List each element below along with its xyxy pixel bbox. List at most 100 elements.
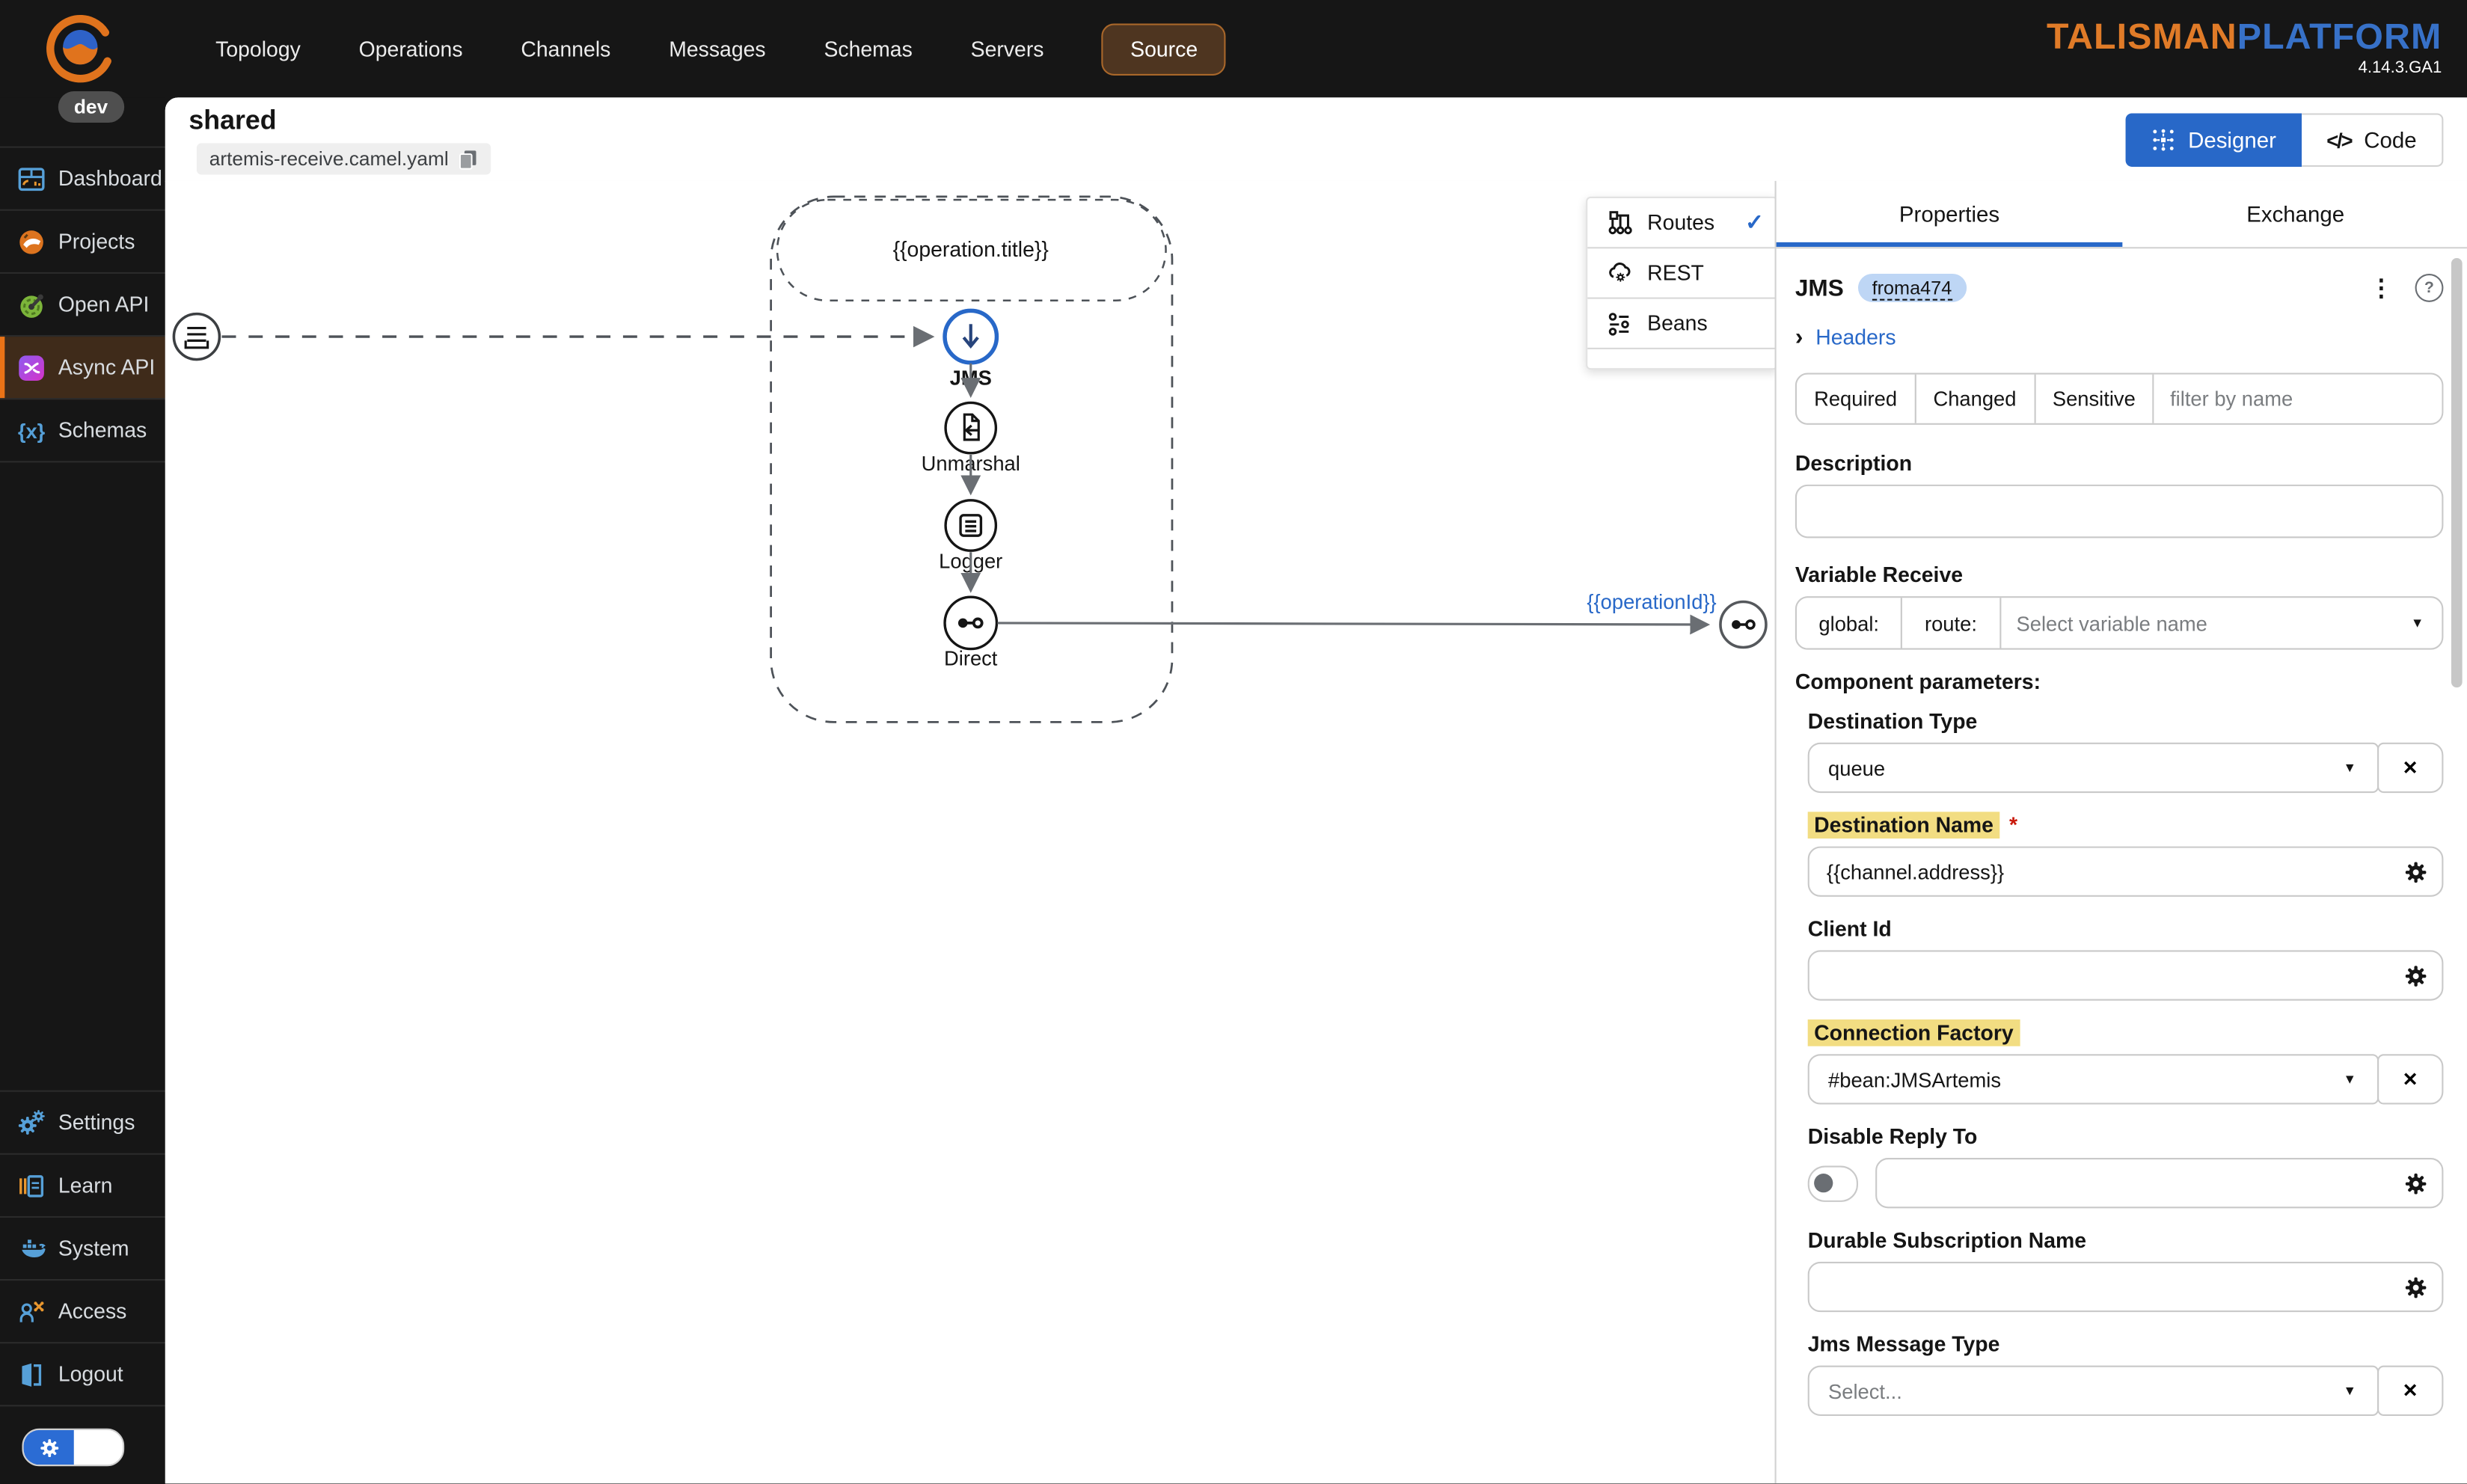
nav-topology[interactable]: Topology (215, 37, 301, 61)
required-asterisk: * (2008, 813, 2018, 837)
sidebar-item-schemas[interactable]: {x} Schemas (0, 399, 165, 463)
brand-talisman: TALISMAN (2046, 16, 2237, 57)
gear-icon[interactable] (2404, 1275, 2428, 1299)
field-durable-subscription-name: Durable Subscription Name (1807, 1229, 2444, 1313)
nav-messages[interactable]: Messages (669, 37, 766, 61)
dsl-menu-item-routes[interactable]: Routes ✓ (1587, 198, 1775, 249)
main-nav: Topology Operations Channels Messages Sc… (215, 0, 1226, 97)
nav-schemas[interactable]: Schemas (824, 37, 913, 61)
filter-changed-button[interactable]: Changed (1916, 374, 2035, 423)
destination-type-select[interactable]: queue ▾ (1807, 742, 2379, 794)
route-designer-canvas[interactable]: {{operation.title}} (165, 180, 1775, 1484)
nav-servers[interactable]: Servers (970, 37, 1044, 61)
app-logo-icon[interactable] (44, 13, 117, 85)
destination-type-clear-button[interactable]: ✕ (2377, 742, 2444, 794)
durable-subscription-name-input[interactable] (1807, 1261, 2444, 1313)
tab-properties[interactable]: Properties (1777, 181, 2123, 247)
panel-scrollbar[interactable] (2451, 257, 2463, 688)
connection-factory-select[interactable]: #bean:JMSArtemis ▾ (1807, 1054, 2379, 1105)
view-toggle: Designer </> Code (2124, 113, 2444, 167)
element-badge[interactable]: froma474 (1857, 273, 1967, 302)
file-import-icon (963, 413, 980, 441)
sidebar-item-projects[interactable]: Projects (0, 211, 165, 274)
dsl-menu-item-rest[interactable]: REST (1587, 248, 1775, 299)
filter-by-name-input[interactable] (2154, 374, 2442, 423)
route-title: {{operation.title}} (893, 238, 1049, 262)
direct-node[interactable]: Direct (943, 595, 999, 670)
main-content: shared artemis-receive.camel.yaml Design… (165, 97, 2467, 1484)
left-sidebar: dev Dashboard Projects (0, 91, 165, 1484)
theme-toggle[interactable] (22, 1428, 125, 1467)
source-terminal-node[interactable] (172, 312, 221, 361)
page-header: shared artemis-receive.camel.yaml Design… (165, 97, 2467, 183)
routes-icon (1608, 211, 1632, 235)
help-icon[interactable]: ? (2415, 273, 2444, 302)
top-navbar: Topology Operations Channels Messages Sc… (0, 0, 2467, 98)
arrow-down-icon (962, 324, 979, 349)
sidebar-item-system[interactable]: System (0, 1218, 165, 1281)
panel-tabs: Properties Exchange (1776, 181, 2467, 249)
check-icon: ✓ (1745, 209, 1764, 235)
destination-name-input[interactable] (1807, 846, 2444, 897)
disable-reply-to-input[interactable] (1875, 1158, 2444, 1209)
sidebar-top-group: Dashboard Projects Open API (0, 146, 165, 463)
route-title-box[interactable]: {{operation.title}} (776, 198, 1167, 301)
description-input[interactable] (1795, 484, 2444, 539)
light-theme-side[interactable] (23, 1429, 74, 1465)
sidebar-item-settings[interactable]: Settings (0, 1092, 165, 1155)
headers-expander[interactable]: › Headers (1795, 324, 1896, 352)
sidebar-item-access[interactable]: Access (0, 1281, 165, 1344)
system-icon (19, 1239, 46, 1257)
variable-route-button[interactable]: route: (1903, 598, 2001, 649)
openapi-icon (20, 293, 43, 317)
sidebar-item-dashboard[interactable]: Dashboard (0, 148, 165, 211)
gear-icon[interactable] (2404, 859, 2428, 883)
outgoing-connector (997, 614, 1711, 635)
code-button[interactable]: </> Code (2301, 113, 2444, 167)
field-description: Description (1795, 452, 2444, 543)
variable-global-button[interactable]: global: (1797, 598, 1903, 649)
nav-source[interactable]: Source (1102, 22, 1226, 75)
designer-button[interactable]: Designer (2124, 113, 2302, 167)
filter-sensitive-button[interactable]: Sensitive (2035, 374, 2155, 423)
connection-factory-clear-button[interactable]: ✕ (2377, 1054, 2444, 1105)
sidebar-item-asyncapi[interactable]: Async API (0, 337, 165, 400)
target-endpoint-node[interactable] (1719, 600, 1768, 649)
x-icon: ✕ (2402, 1068, 2418, 1091)
page-title: shared (189, 105, 277, 135)
disable-reply-to-toggle[interactable] (1807, 1165, 1858, 1202)
sidebar-item-openapi[interactable]: Open API (0, 274, 165, 337)
field-destination-type: Destination Type queue ▾ ✕ (1807, 710, 2444, 794)
file-breadcrumb[interactable]: artemis-receive.camel.yaml (196, 143, 491, 175)
filter-required-button[interactable]: Required (1797, 374, 1916, 423)
property-filter-bar: Required Changed Sensitive ✕ (1795, 372, 2444, 425)
gear-icon[interactable] (2404, 963, 2428, 987)
jms-node[interactable]: JMS (943, 308, 999, 389)
projects-icon (19, 230, 43, 254)
learn-icon (19, 1174, 44, 1197)
gear-icon[interactable] (2404, 1171, 2428, 1195)
client-id-input[interactable] (1807, 950, 2444, 1001)
jms-message-type-clear-button[interactable]: ✕ (2377, 1365, 2444, 1416)
copy-icon[interactable] (458, 149, 478, 169)
version-label: 4.14.3.GA1 (2358, 58, 2442, 78)
route-group-outline (770, 195, 1174, 723)
jms-message-type-select[interactable]: Select... ▾ (1807, 1365, 2379, 1416)
field-variable-receive: Variable Receive global: route: Select v… (1795, 563, 2444, 650)
nav-channels[interactable]: Channels (521, 37, 611, 61)
dark-theme-side[interactable] (73, 1429, 123, 1465)
element-name: JMS (1795, 275, 1844, 301)
properties-panel: Properties Exchange JMS froma474 ⋮ ? › H… (1774, 180, 2467, 1484)
sidebar-item-logout[interactable]: Logout (0, 1343, 165, 1407)
field-jms-message-type: Jms Message Type Select... ▾ ✕ (1807, 1332, 2444, 1416)
x-icon: ✕ (2402, 756, 2418, 779)
schemas-icon: {x} (18, 419, 46, 442)
variable-name-select[interactable]: Select variable name ▾ (2000, 598, 2442, 648)
designer-icon (2152, 129, 2174, 151)
field-connection-factory: Connection Factory #bean:JMSArtemis ▾ ✕ (1807, 1019, 2444, 1105)
kebab-menu-icon[interactable]: ⋮ (2369, 275, 2394, 301)
sidebar-item-learn[interactable]: Learn (0, 1155, 165, 1218)
tab-exchange[interactable]: Exchange (2246, 201, 2345, 227)
nav-operations[interactable]: Operations (358, 37, 463, 61)
dsl-menu-item-beans[interactable]: Beans (1587, 299, 1775, 349)
